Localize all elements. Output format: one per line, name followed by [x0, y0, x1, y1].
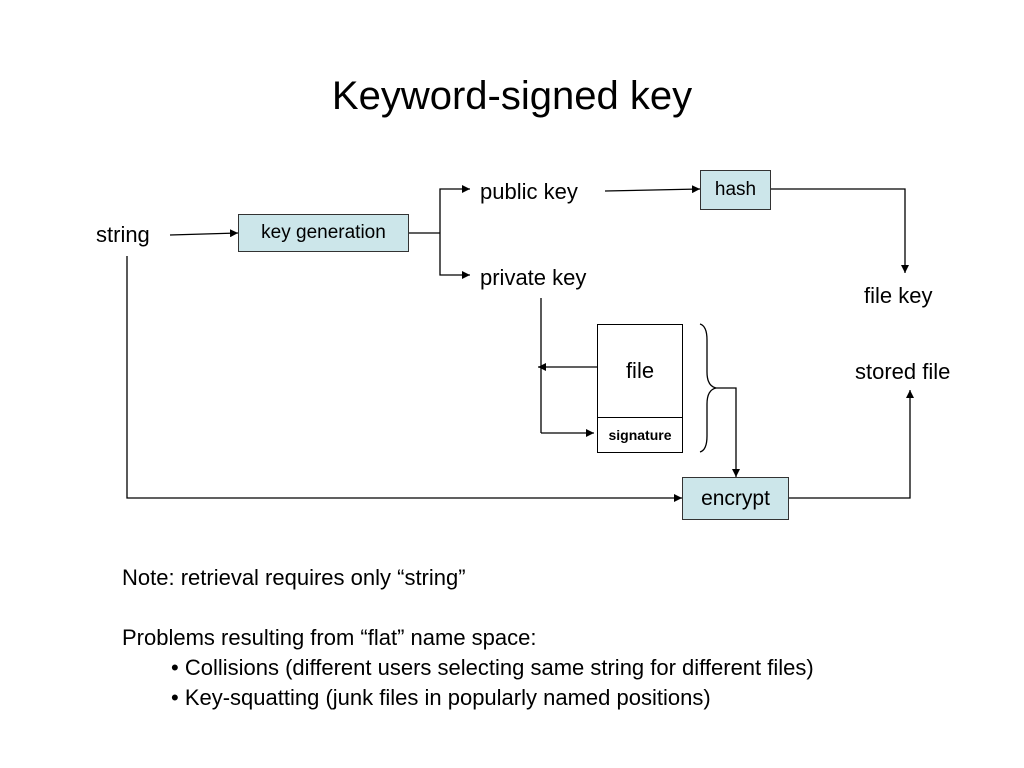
arrow-hash-to-file-key [771, 188, 909, 273]
key-generation-box: key generation [238, 214, 409, 252]
problems-heading: Problems resulting from “flat” name spac… [122, 625, 537, 650]
arrow-to-public-key [439, 185, 470, 233]
stored-file-label: stored file [855, 359, 951, 384]
hash-box: hash [700, 170, 771, 210]
file-key-label: file key [864, 283, 933, 308]
arrow-string-to-encrypt [126, 256, 682, 502]
private-key-label: private key [480, 265, 587, 290]
arrow-encrypt-to-stored-file [789, 390, 914, 499]
string-label: string [96, 222, 150, 247]
slide-title: Keyword-signed key [331, 74, 693, 118]
file-box [597, 324, 683, 418]
arrow-string-to-keygen [169, 229, 239, 238]
file-signature-brace [699, 323, 717, 453]
signature-box: signature [597, 417, 683, 453]
arrow-to-private-key [439, 233, 470, 279]
arrow-brace-to-encrypt [716, 387, 740, 477]
arrow-public-key-to-hash [604, 185, 701, 194]
file-label: file [625, 358, 655, 383]
encrypt-box: encrypt [682, 477, 789, 520]
problem-bullet-collisions: • Collisions (different users selecting … [171, 655, 814, 680]
retrieval-note: Note: retrieval requires only “string” [122, 565, 466, 590]
public-key-label: public key [480, 179, 578, 204]
problem-bullet-key-squatting: • Key-squatting (junk files in popularly… [171, 685, 711, 710]
